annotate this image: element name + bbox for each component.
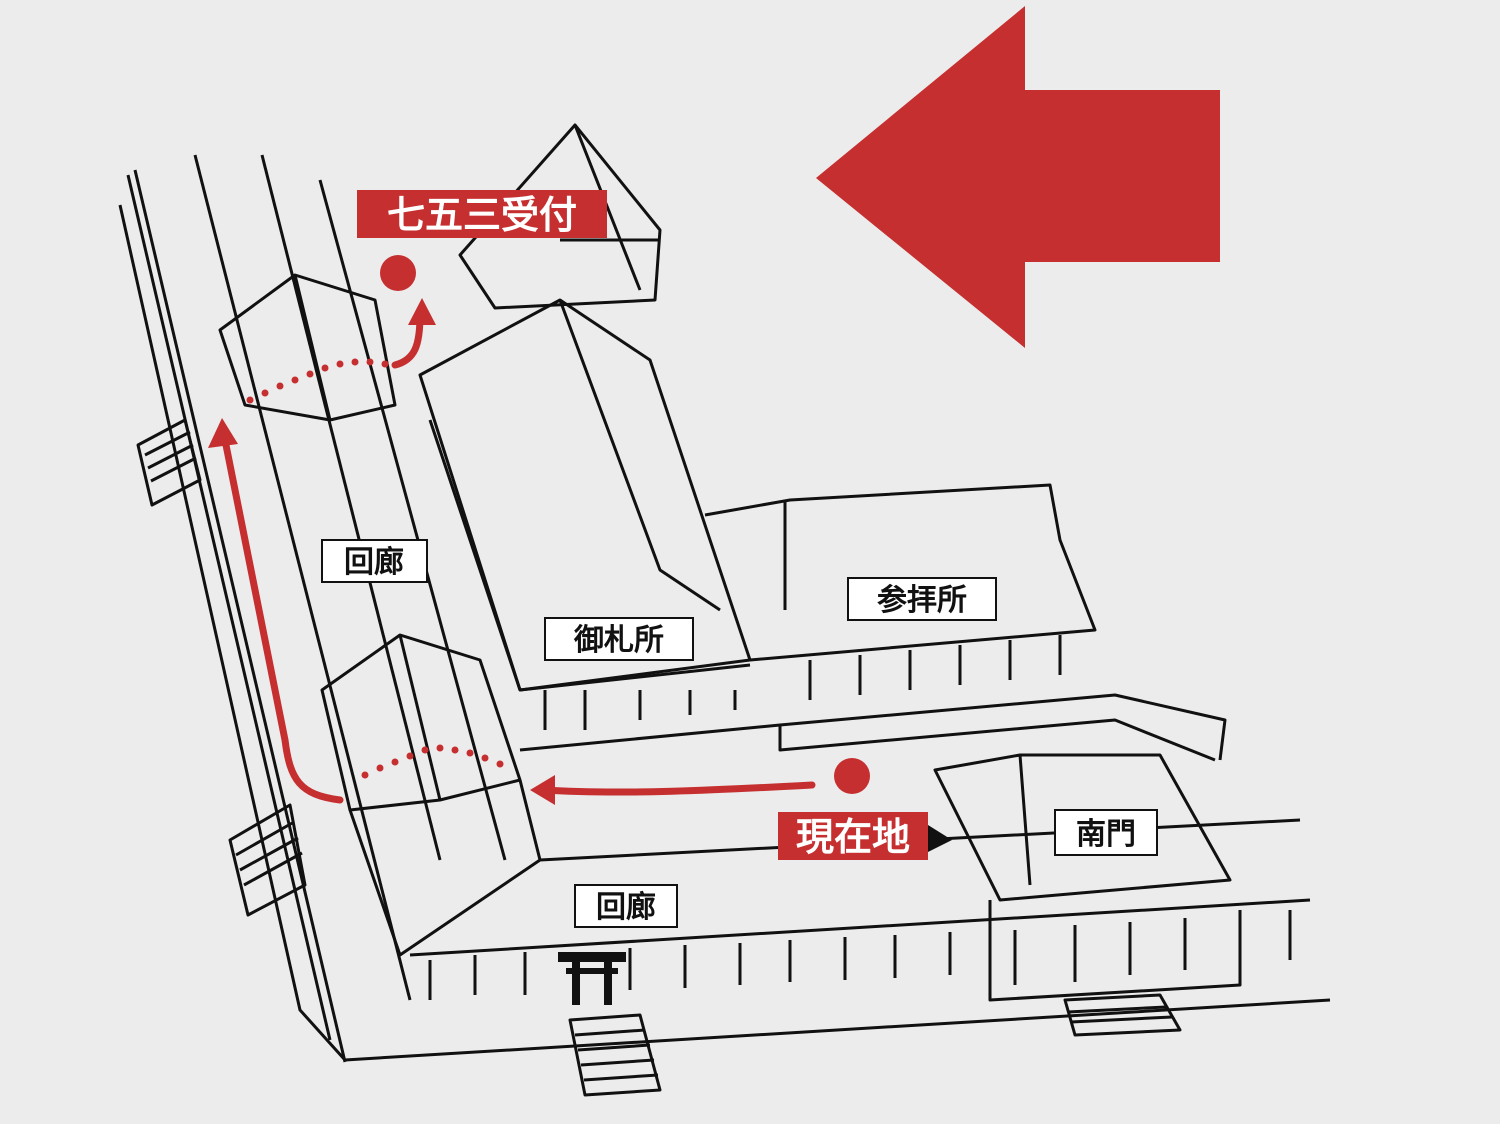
sanpaisho-building: [704, 483, 1097, 662]
route: [221, 311, 816, 804]
route-arrow-icon: [208, 418, 238, 448]
upper-gate-roof: [218, 273, 397, 422]
genzaichi-text: 現在地: [796, 815, 910, 859]
location-dot-icon: [380, 255, 416, 291]
route-arrow-icon: [221, 436, 344, 804]
route-arrow-icon: [530, 775, 555, 805]
minamimon-text: 南門: [1076, 817, 1136, 852]
reception-building: [458, 123, 662, 310]
route-dots: [246, 358, 504, 779]
torii-gate-icon: [558, 952, 626, 1005]
direction-arrow-left-icon: [816, 6, 1220, 348]
kairo-south-text: 回廊: [596, 890, 656, 925]
stairs-icon: [136, 418, 307, 917]
buildings: [118, 123, 1331, 1097]
minamimon-building: [933, 753, 1232, 902]
label-kairo-south: 回廊: [574, 884, 678, 928]
location-dot-icon: [834, 758, 870, 794]
courtyard-platform: [519, 693, 1227, 761]
label-shichigosan: 七五三受付: [357, 190, 607, 238]
label-genzaichi: 現在地: [778, 812, 952, 860]
shichigosan-text: 七五三受付: [387, 193, 577, 237]
stairs-icon: [568, 993, 1182, 1097]
label-kairo-west: 回廊: [321, 539, 428, 583]
label-ofudasho: 御札所: [544, 617, 694, 661]
label-sanpaisho: 参拝所: [847, 577, 997, 621]
sanpaisho-text: 参拝所: [877, 583, 967, 618]
route-arrow-icon: [541, 781, 816, 796]
kairo-west-text: 回廊: [344, 545, 404, 580]
ofudasho-text: 御札所: [573, 623, 664, 658]
label-minamimon: 南門: [1054, 809, 1158, 856]
route-arrow-icon: [408, 298, 436, 325]
west-corridor-outline: [118, 204, 1331, 1062]
